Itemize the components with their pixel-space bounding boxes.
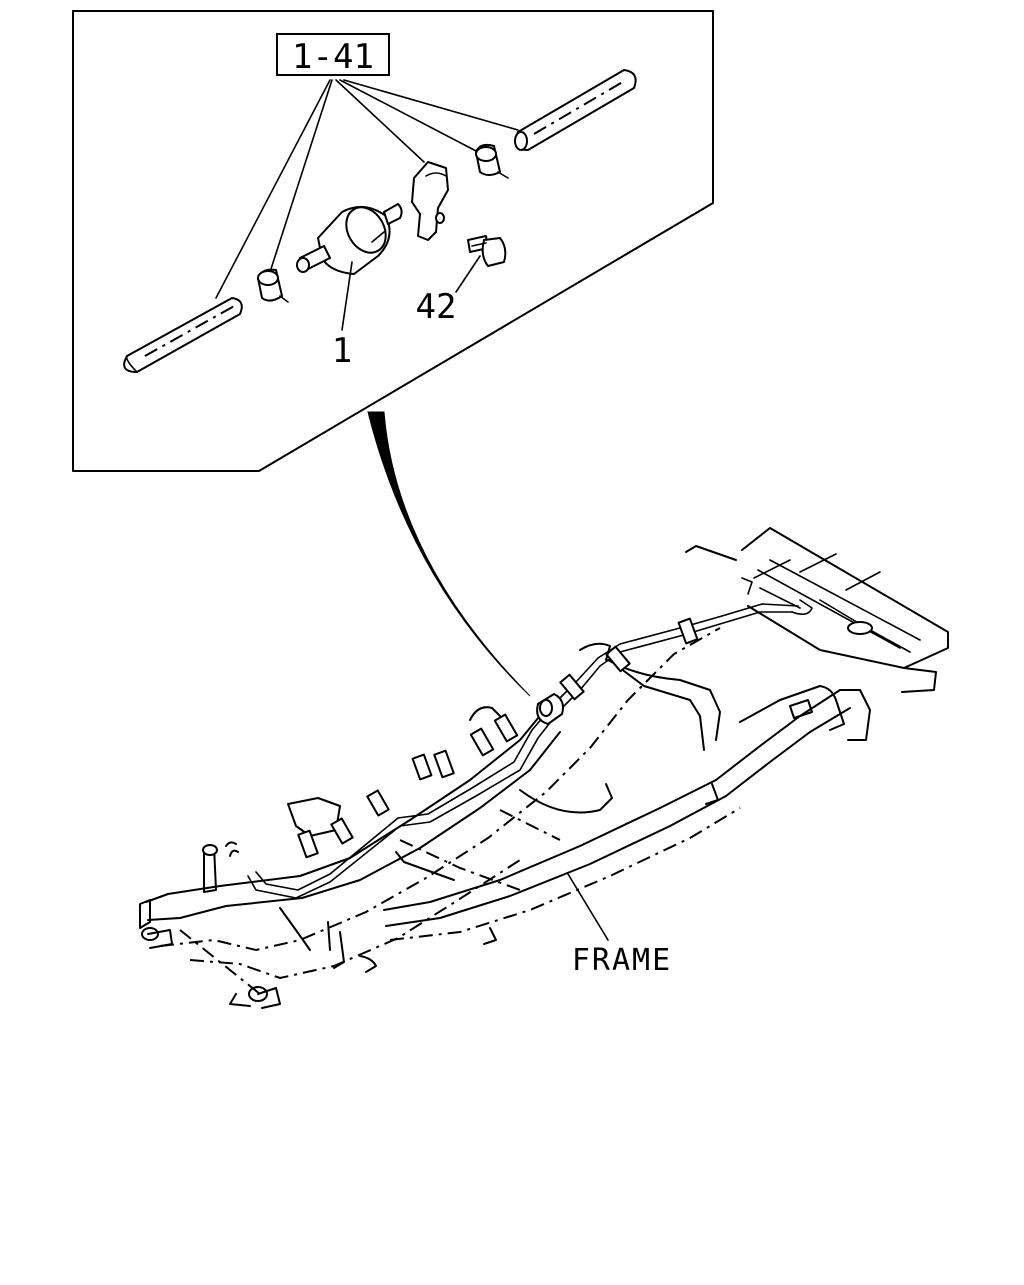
reference-leaders xyxy=(215,79,519,299)
reference-box: 1-41 xyxy=(276,33,390,77)
reference-box-label: 1-41 xyxy=(292,37,374,77)
fuel-pipe-left xyxy=(123,297,243,373)
part-number-1: 1 xyxy=(332,331,352,371)
fuel-pipe-right xyxy=(514,69,637,151)
mounting-bolt xyxy=(467,235,507,267)
frame-label: FRAME xyxy=(572,943,672,978)
part-leaders xyxy=(341,255,481,331)
hose-clamp-left xyxy=(257,268,289,303)
fuel-filter xyxy=(296,203,403,275)
vehicle-frame xyxy=(139,527,949,1009)
detail-inset xyxy=(72,10,714,472)
zoom-pointer xyxy=(367,411,531,697)
part-number-42: 42 xyxy=(416,287,457,327)
hose-clamp-right xyxy=(475,143,509,179)
filter-bracket xyxy=(411,161,449,241)
